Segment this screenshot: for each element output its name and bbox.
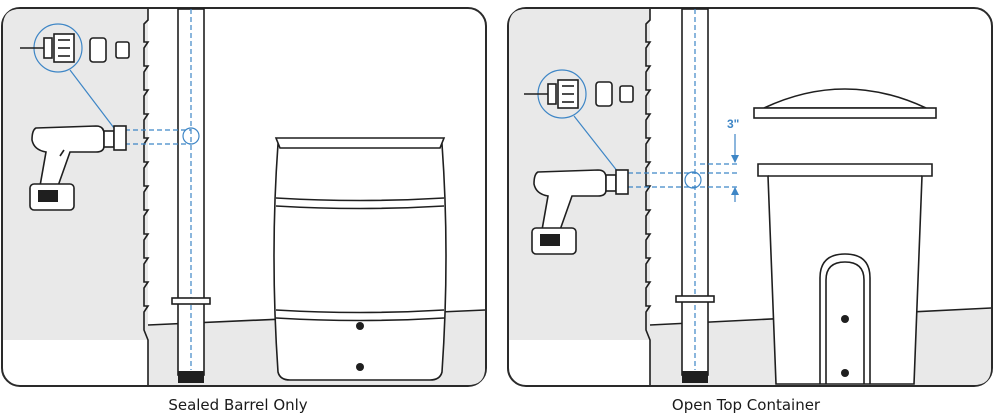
downspout <box>177 8 205 376</box>
panel-open-top-container: 3" <box>507 7 993 387</box>
cordless-drill-icon <box>29 125 127 211</box>
open-top-container <box>757 163 933 385</box>
house-wall <box>3 9 148 340</box>
caption-sealed-barrel: Sealed Barrel Only <box>168 396 308 414</box>
container-lower-hole <box>841 369 849 377</box>
hole-saw-bit-small-icon <box>619 85 634 103</box>
barrel-upper-hole <box>356 322 364 330</box>
downspout-base <box>682 371 708 383</box>
drill-hole-marker <box>684 171 702 189</box>
hole-saw-bit-large-icon <box>595 81 613 107</box>
sealed-barrel <box>273 137 447 381</box>
hole-saw-icon <box>524 79 579 109</box>
callout-leader <box>573 115 619 173</box>
downspout-bracket <box>675 295 715 303</box>
caption-open-top-container: Open Top Container <box>671 396 821 414</box>
measurement-label: 3" <box>727 117 739 131</box>
hole-saw-bit-small-icon <box>115 41 130 59</box>
downspout-base <box>178 371 204 383</box>
container-lid <box>753 88 937 119</box>
barrel-lower-hole <box>356 363 364 371</box>
hole-saw-icon <box>20 33 75 63</box>
downspout <box>681 8 709 376</box>
container-upper-hole <box>841 315 849 323</box>
siding-edge <box>143 9 150 385</box>
panel-sealed-barrel <box>1 7 487 387</box>
measurement-indicator <box>731 134 739 202</box>
siding-edge <box>645 9 652 385</box>
downspout-bracket <box>171 297 211 305</box>
hole-saw-bit-large-icon <box>89 37 107 63</box>
cordless-drill-icon <box>531 169 629 255</box>
callout-leader <box>69 69 115 129</box>
